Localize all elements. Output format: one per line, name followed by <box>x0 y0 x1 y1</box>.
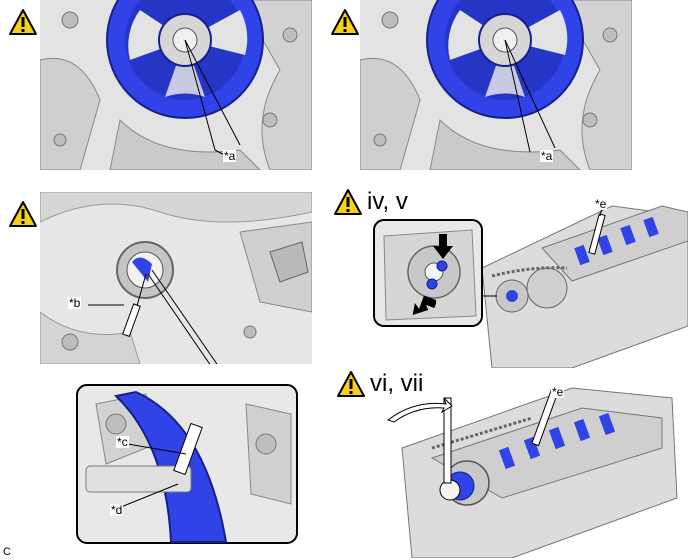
callout-b-leader <box>88 304 124 306</box>
callout-a-i: *a <box>223 149 237 163</box>
panel-ii-crank-pulley <box>360 0 632 170</box>
pointer-arrow-icon <box>412 295 436 315</box>
rotation-arrow-icon <box>386 398 453 423</box>
step-label-iv-v: iv, v <box>367 188 408 215</box>
panel-iii-zoom-inset <box>76 384 298 544</box>
callout-a-ii: *a <box>540 149 554 163</box>
callout-e-iv-v: *e <box>594 197 608 211</box>
panel-iii-tensioner <box>40 192 312 364</box>
warning-triangle-icon <box>9 201 37 227</box>
panel-vi-vii-camshaft-rotation <box>401 386 678 558</box>
warning-triangle-icon <box>9 9 37 35</box>
callout-b: *b <box>68 296 82 310</box>
warning-triangle-icon <box>334 189 362 215</box>
warning-triangle-icon <box>331 9 359 35</box>
warning-triangle-icon <box>337 371 365 397</box>
pointer-arrow-icon <box>433 234 453 259</box>
callout-c: *c <box>116 435 129 449</box>
figure-code: C <box>3 546 11 558</box>
panel-iv-v-camshaft <box>373 205 688 368</box>
panel-i-crank-pulley <box>40 0 312 170</box>
callout-d: *d <box>110 503 124 517</box>
step-label-vi-vii: vi, vii <box>370 370 424 397</box>
callout-e-vi-vii: *e <box>551 385 565 399</box>
